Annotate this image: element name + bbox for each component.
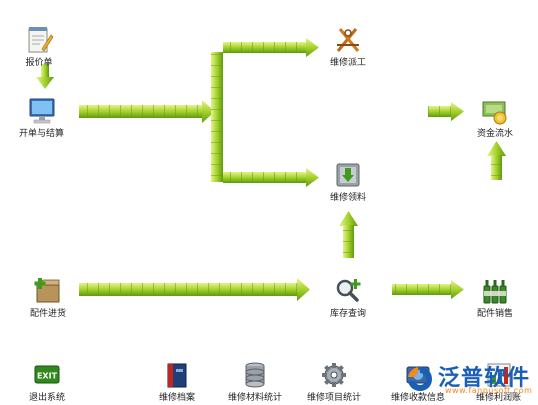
node-repair-dispatch[interactable]: 维修派工 [330,25,366,69]
node-parts-purchase-label: 配件进货 [30,309,67,319]
arrow-stock-to-material [339,211,358,258]
arrow-to-fund-flow [428,102,464,121]
magnifier-icon [336,279,361,302]
node-repair-material[interactable]: 维修领料 [330,160,366,204]
book-icon [167,363,187,388]
bottles-icon [483,280,507,304]
toolbar-material-stats-label: 维修材料统计 [228,393,283,403]
node-repair-material-label: 维修领料 [330,193,367,203]
node-stock-query-label: 库存查询 [330,309,367,319]
arrow-stock-to-sales [392,280,464,299]
vertical-bus [211,52,223,182]
box-add-icon [34,278,60,303]
brand-logo-icon [408,367,432,391]
toolbar-profit-ledger[interactable]: 维修利润账 [476,360,521,404]
coins-icon [482,101,507,125]
toolbar-material-stats[interactable]: 维修材料统计 [228,360,282,404]
node-order-settle-label: 开单与结算 [19,129,65,139]
node-order-settle[interactable]: 开单与结算 [19,96,64,140]
toolbar-profit-ledger-label: 维修利润账 [476,393,522,403]
node-parts-sales-label: 配件销售 [477,309,514,319]
toolbar-exit-system[interactable]: EXIT 退出系统 [29,360,65,404]
download-box-icon [336,163,360,187]
toolbar-repair-archive-label: 维修档案 [159,393,196,403]
exit-icon: EXIT [34,365,60,384]
node-fund-flow[interactable]: 资金流水 [477,96,513,140]
node-parts-purchase[interactable]: 配件进货 [30,276,66,320]
node-quote[interactable]: 报价单 [24,25,54,69]
arrow-purchase-to-stock [79,278,310,301]
toolbar-project-stats-label: 维修项目统计 [307,393,362,403]
monitor-icon [29,98,54,124]
toolbar-exit-system-label: 退出系统 [29,393,66,403]
arrow-bus-to-material [223,168,319,187]
chart-icon [487,363,510,387]
arrow-order-to-bus [79,100,215,123]
watermark-url: www.fanpusoft.com [445,386,533,395]
node-stock-query[interactable]: 库存查询 [330,276,366,320]
arrow-quote-to-order [36,64,54,89]
database-icon [245,362,265,388]
toolbar-repair-archive[interactable]: 维修档案 [159,360,195,404]
watermark-logo: 泛普软件 www.fanpusoft.com [405,359,535,399]
watermark-brand: 泛普软件 [438,366,531,391]
tools-icon [336,28,360,52]
arrow-bus-to-dispatch [223,38,319,57]
toolbar-payment-info-label: 维修收款信息 [391,393,446,403]
notepad-icon [28,27,54,53]
arrow-sales-to-fund [487,141,506,180]
gear-icon [322,363,346,387]
node-parts-sales[interactable]: 配件销售 [477,276,513,320]
toolbar-project-stats[interactable]: 维修项目统计 [307,360,361,404]
exit-icon-text: EXIT [37,372,58,381]
node-fund-flow-label: 资金流水 [477,129,514,139]
node-quote-label: 报价单 [25,58,53,68]
node-repair-dispatch-label: 维修派工 [330,58,367,68]
